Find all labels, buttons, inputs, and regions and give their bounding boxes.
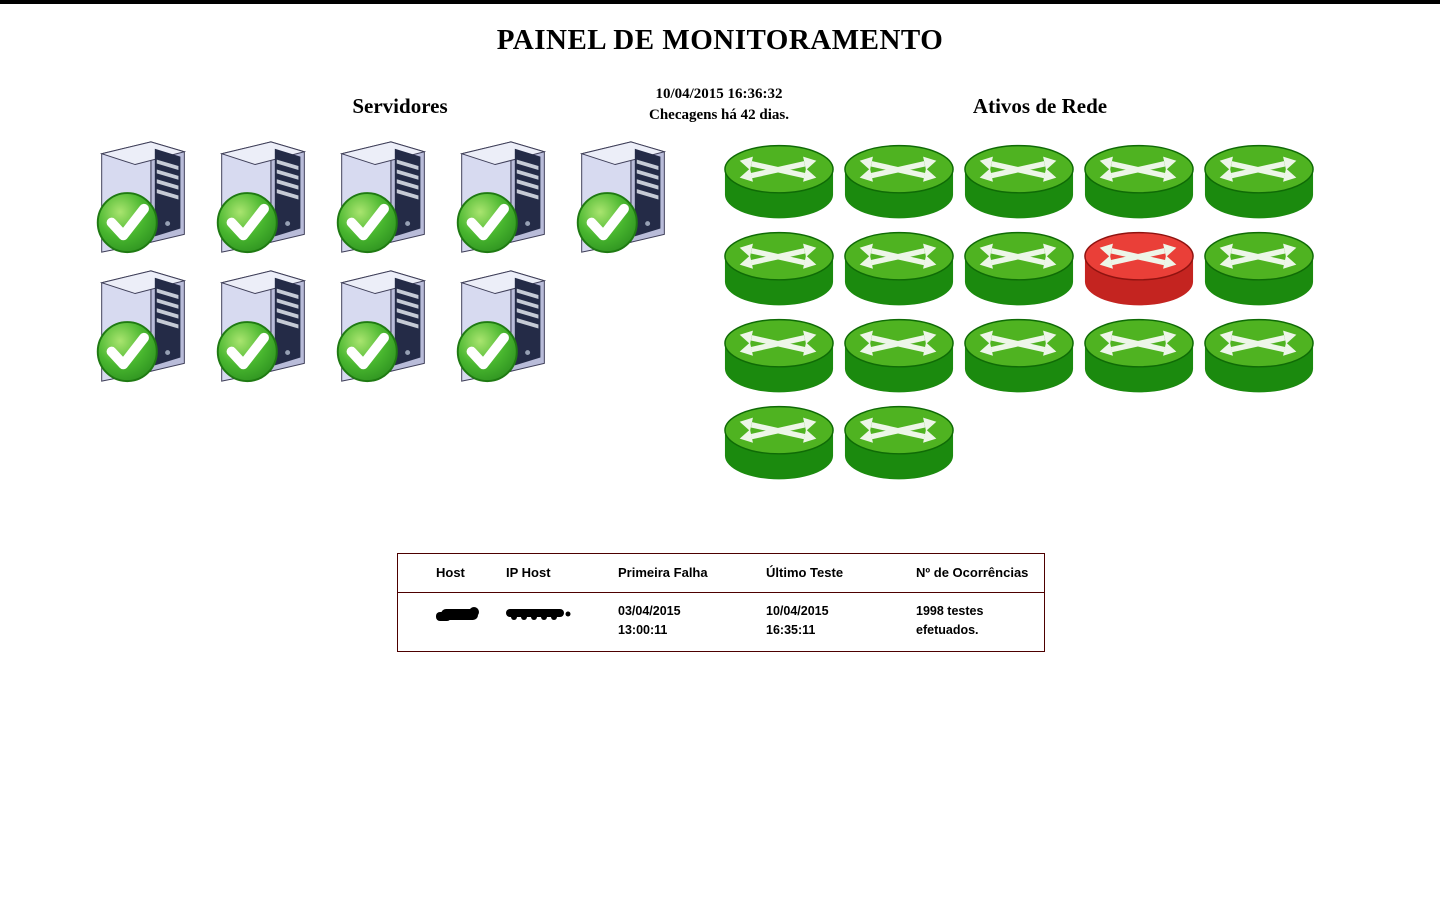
server-icon	[216, 141, 307, 254]
server-icon	[336, 141, 427, 254]
server-icon	[456, 141, 547, 254]
router-status-item[interactable]	[722, 316, 842, 403]
check-ok-icon	[456, 321, 518, 383]
router-status-item[interactable]	[842, 229, 962, 316]
check-ok-icon	[216, 321, 278, 383]
server-icon	[216, 270, 307, 383]
router-status-item[interactable]	[722, 142, 842, 229]
server-icon	[336, 270, 427, 383]
router-icon	[1084, 231, 1194, 306]
top-border	[0, 0, 1440, 4]
servers-heading: Servidores	[352, 94, 448, 118]
cell-host	[398, 592, 503, 651]
router-status-item[interactable]	[842, 142, 962, 229]
check-ok-icon	[456, 192, 518, 254]
router-status-item[interactable]	[842, 316, 962, 403]
servers-grid	[85, 136, 685, 394]
router-icon	[1204, 318, 1314, 393]
cell-last-test: 10/04/2015 16:35:11	[763, 592, 913, 651]
server-icon	[96, 270, 187, 383]
check-ok-icon	[96, 192, 158, 254]
check-ok-icon	[216, 192, 278, 254]
router-icon	[724, 318, 834, 393]
first-failure-time: 13:00:11	[618, 622, 668, 637]
check-ok-icon	[336, 192, 398, 254]
server-status-item[interactable]	[325, 265, 445, 394]
failures-table-header-row: Host IP Host Primeira Falha Último Teste…	[398, 554, 1044, 592]
server-icon	[576, 141, 667, 254]
router-icon	[1084, 144, 1194, 219]
router-icon	[844, 318, 954, 393]
cell-occurrences: 1998 testes efetuados.	[913, 592, 1044, 651]
router-status-item[interactable]	[1082, 142, 1202, 229]
redacted-host-blob	[436, 606, 479, 621]
server-status-item[interactable]	[565, 136, 685, 265]
server-icon	[96, 141, 187, 254]
router-icon	[1084, 318, 1194, 393]
router-icon	[1204, 231, 1314, 306]
network-heading: Ativos de Rede	[972, 94, 1108, 118]
router-icon	[1204, 144, 1314, 219]
router-status-item[interactable]	[722, 229, 842, 316]
router-icon	[964, 318, 1074, 393]
router-icon	[964, 144, 1074, 219]
failure-row: 03/04/2015 13:00:11 10/04/2015 16:35:11 …	[398, 592, 1044, 651]
server-status-item[interactable]	[325, 136, 445, 265]
check-ok-icon	[336, 321, 398, 383]
router-status-item[interactable]	[1082, 316, 1202, 403]
col-header-last-test: Último Teste	[766, 565, 844, 581]
col-header-first-failure: Primeira Falha	[618, 565, 708, 581]
col-header-ip-host: IP Host	[506, 565, 551, 581]
server-status-item[interactable]	[445, 265, 565, 394]
redacted-ip-blob	[506, 608, 571, 620]
router-icon	[724, 405, 834, 480]
router-status-item[interactable]	[962, 229, 1082, 316]
router-status-item[interactable]	[1082, 229, 1202, 316]
failures-table: Host IP Host Primeira Falha Último Teste…	[397, 553, 1045, 652]
first-failure-date: 03/04/2015	[618, 603, 681, 618]
server-status-item[interactable]	[85, 265, 205, 394]
router-icon	[844, 231, 954, 306]
check-ok-icon	[576, 192, 638, 254]
router-status-item[interactable]	[1202, 229, 1322, 316]
col-header-occurrences: Nº de Ocorrências	[916, 565, 1029, 581]
router-icon	[724, 231, 834, 306]
server-status-item[interactable]	[85, 136, 205, 265]
server-status-item[interactable]	[205, 136, 325, 265]
router-icon	[964, 231, 1074, 306]
router-status-item[interactable]	[962, 316, 1082, 403]
check-ok-icon	[96, 321, 158, 383]
router-status-item[interactable]	[962, 142, 1082, 229]
col-header-host: Host	[436, 565, 465, 581]
router-icon	[844, 144, 954, 219]
router-status-item[interactable]	[842, 403, 962, 490]
server-icon	[456, 270, 547, 383]
router-status-item[interactable]	[1202, 316, 1322, 403]
cell-first-failure: 03/04/2015 13:00:11	[615, 592, 763, 651]
router-status-item[interactable]	[1202, 142, 1322, 229]
network-grid	[722, 142, 1322, 490]
occurrences-count: 1998 testes	[916, 603, 984, 618]
last-test-date: 10/04/2015	[766, 603, 829, 618]
router-icon	[844, 405, 954, 480]
server-status-item[interactable]	[205, 265, 325, 394]
router-icon	[724, 144, 834, 219]
check-status: 10/04/2015 16:36:32 Checagens há 42 dias…	[519, 84, 919, 126]
server-status-item[interactable]	[445, 136, 565, 265]
last-test-time: 16:35:11	[766, 622, 816, 637]
check-age-message: Checagens há 42 dias.	[648, 107, 790, 123]
router-status-item[interactable]	[722, 403, 842, 490]
occurrences-suffix: efetuados.	[916, 622, 979, 637]
page-title: PAINEL DE MONITORAMENTO	[496, 24, 944, 56]
last-check-datetime: 10/04/2015 16:36:32	[655, 86, 783, 102]
cell-ip-host	[503, 592, 615, 651]
